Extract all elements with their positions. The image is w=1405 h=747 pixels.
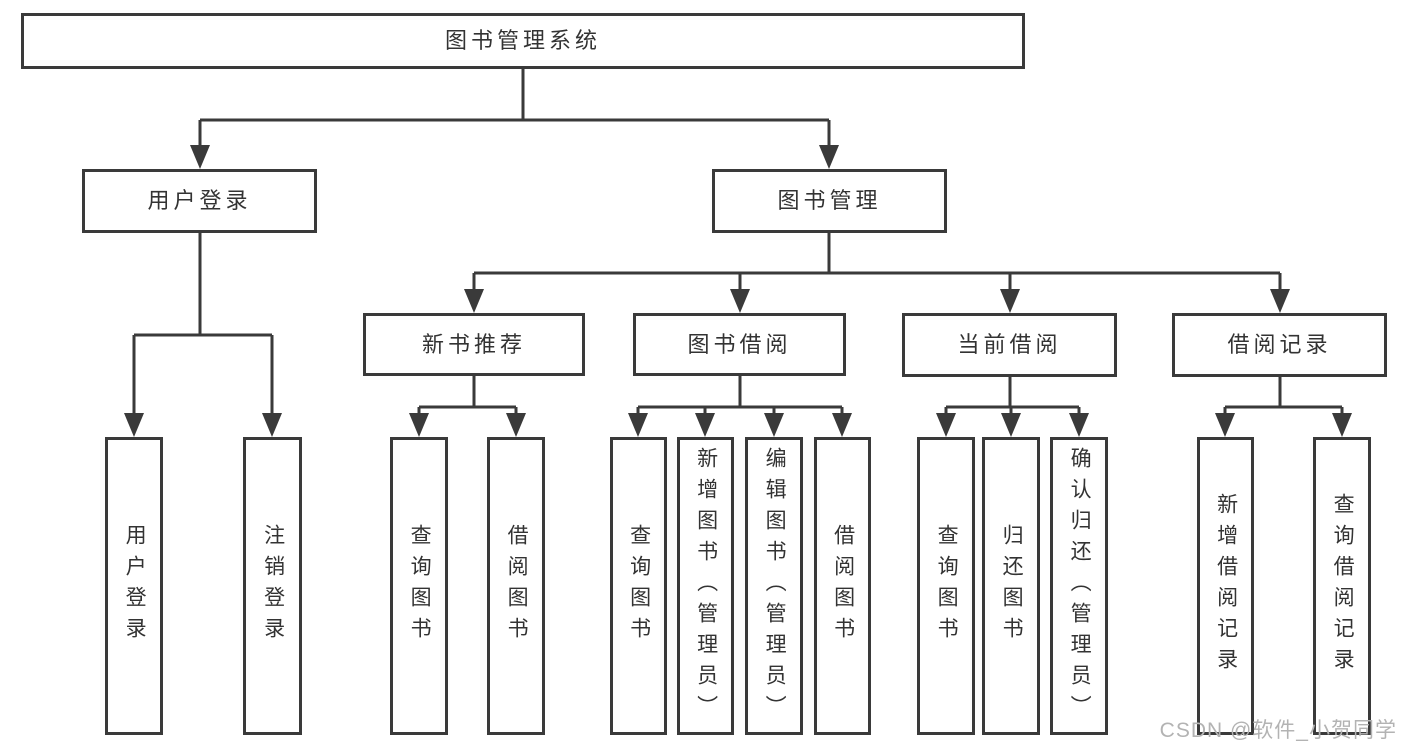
leaf-nbr-borrow-books-label: 借阅图书 xyxy=(505,524,529,648)
node-borrow-records-label: 借阅记录 xyxy=(1227,332,1332,357)
node-root: 图书管理系统 xyxy=(21,13,1025,69)
leaf-bb-edit-books-admin: 编辑图书（管理员） xyxy=(745,437,803,735)
node-book-management-label: 图书管理 xyxy=(777,188,882,213)
leaf-nbr-borrow-books: 借阅图书 xyxy=(487,437,545,735)
node-book-borrowing-label: 图书借阅 xyxy=(687,331,792,357)
leaf-user-login-label: 用户登录 xyxy=(123,524,147,648)
node-user-login-label: 用户登录 xyxy=(147,188,252,213)
leaf-cb-query-books: 查询图书 xyxy=(917,437,975,735)
node-user-login: 用户登录 xyxy=(82,169,317,233)
node-book-borrowing: 图书借阅 xyxy=(633,313,846,376)
node-borrow-records: 借阅记录 xyxy=(1172,313,1387,377)
leaf-cb-confirm-return-admin: 确认归还（管理员） xyxy=(1050,437,1108,735)
node-new-book-recommend: 新书推荐 xyxy=(363,313,585,376)
leaf-br-query-record: 查询借阅记录 xyxy=(1313,437,1371,735)
leaf-cb-return-books-label: 归还图书 xyxy=(1000,524,1024,648)
leaf-bb-query-books: 查询图书 xyxy=(610,437,667,735)
leaf-nbr-query-books: 查询图书 xyxy=(390,437,448,735)
leaf-bb-edit-books-admin-label: 编辑图书（管理员） xyxy=(763,446,787,726)
leaf-cb-query-books-label: 查询图书 xyxy=(935,524,959,648)
leaf-bb-borrow-books-label: 借阅图书 xyxy=(831,524,855,648)
leaf-bb-query-books-label: 查询图书 xyxy=(627,524,651,648)
node-new-book-recommend-label: 新书推荐 xyxy=(421,331,526,357)
leaf-br-add-record: 新增借阅记录 xyxy=(1197,437,1254,735)
node-root-label: 图书管理系统 xyxy=(444,28,601,53)
csdn-watermark: CSDN @软件_小贺同学 xyxy=(1159,719,1397,742)
node-current-borrowing: 当前借阅 xyxy=(902,313,1117,377)
leaf-br-query-record-label: 查询借阅记录 xyxy=(1331,493,1355,679)
node-book-management: 图书管理 xyxy=(712,169,947,233)
leaf-br-add-record-label: 新增借阅记录 xyxy=(1214,493,1238,679)
leaf-bb-add-books-admin: 新增图书（管理员） xyxy=(677,437,734,735)
leaf-bb-borrow-books: 借阅图书 xyxy=(814,437,871,735)
leaf-logout: 注销登录 xyxy=(243,437,302,735)
leaf-logout-label: 注销登录 xyxy=(261,524,285,648)
leaf-bb-add-books-admin-label: 新增图书（管理员） xyxy=(694,446,718,726)
leaf-cb-confirm-return-admin-label: 确认归还（管理员） xyxy=(1068,446,1092,726)
leaf-cb-return-books: 归还图书 xyxy=(982,437,1040,735)
leaf-nbr-query-books-label: 查询图书 xyxy=(408,524,432,648)
leaf-user-login: 用户登录 xyxy=(105,437,163,735)
node-current-borrowing-label: 当前借阅 xyxy=(957,332,1062,357)
